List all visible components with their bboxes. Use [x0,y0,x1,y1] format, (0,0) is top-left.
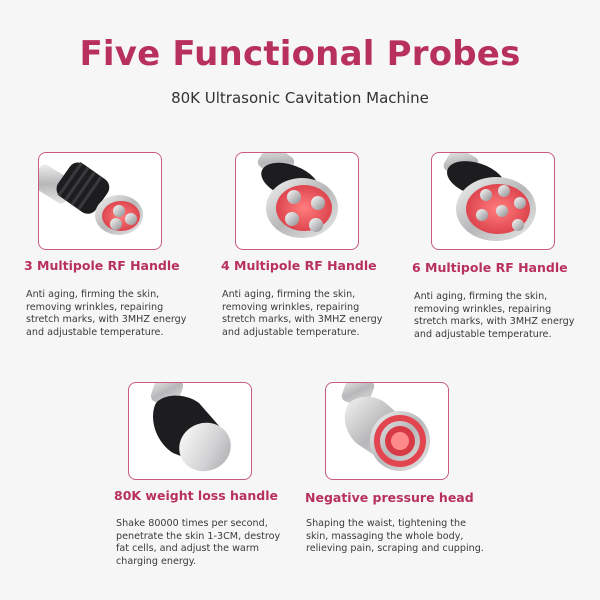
description-line: fat cells, and adjust the warm [116,543,259,555]
probe-label: 4 Multipole RF Handle [221,258,377,273]
probe-card-vacuum [325,382,449,480]
description-line: and adjustable temperature. [26,326,164,338]
description-line: stretch marks, with 3MHZ energy [26,314,187,326]
description-line: Anti aging, firming the skin, [222,289,356,300]
description-line: Anti aging, firming the skin, [26,289,160,300]
description-line: skin, massaging the whole body, [306,530,464,542]
description-line: and adjustable temperature. [414,328,552,340]
probe-description: Shake 80000 times per second, penetrate … [116,518,294,568]
description-line: charging energy. [116,555,197,567]
probe-card-rf4 [235,152,359,250]
description-line: removing wrinkles, repairing [26,301,164,313]
probe-label: 80K weight loss handle [114,488,278,503]
vacuum-probe-icon [341,383,430,471]
description-line: stretch marks, with 3MHZ energy [414,316,575,328]
description-line: removing wrinkles, repairing [222,301,360,313]
probe-description: Anti aging, firming the skin, removing w… [414,291,592,341]
probe-label: 6 Multipole RF Handle [412,260,568,275]
probe-card-cavitation [128,382,252,480]
probe-card-rf6 [431,152,555,250]
page-subtitle: 80K Ultrasonic Cavitation Machine [171,89,429,107]
description-line: relieving pain, scraping and cupping. [306,543,484,555]
description-line: penetrate the skin 1-3CM, destroy [116,530,281,542]
rf-3-pole-probe-icon [39,161,143,235]
probe-label: Negative pressure head [305,490,474,505]
page-title: Five Functional Probes [79,34,521,74]
description-line: stretch marks, with 3MHZ energy [222,314,383,326]
probe-description: Shaping the waist, tightening the skin, … [306,518,494,556]
rf-4-pole-probe-icon [257,153,338,238]
description-line: removing wrinkles, repairing [414,303,552,315]
cavitation-80k-probe-icon [150,383,231,472]
description-line: Shaping the waist, tightening the [306,518,467,529]
rf-6-pole-probe-icon [443,153,536,241]
probe-description: Anti aging, firming the skin, removing w… [222,289,400,339]
description-line: Anti aging, firming the skin, [414,291,548,302]
description-line: and adjustable temperature. [222,326,360,338]
probe-description: Anti aging, firming the skin, removing w… [26,289,204,339]
probe-label: 3 Multipole RF Handle [24,258,180,273]
description-line: Shake 80000 times per second, [116,518,268,529]
probe-card-rf3 [38,152,162,250]
